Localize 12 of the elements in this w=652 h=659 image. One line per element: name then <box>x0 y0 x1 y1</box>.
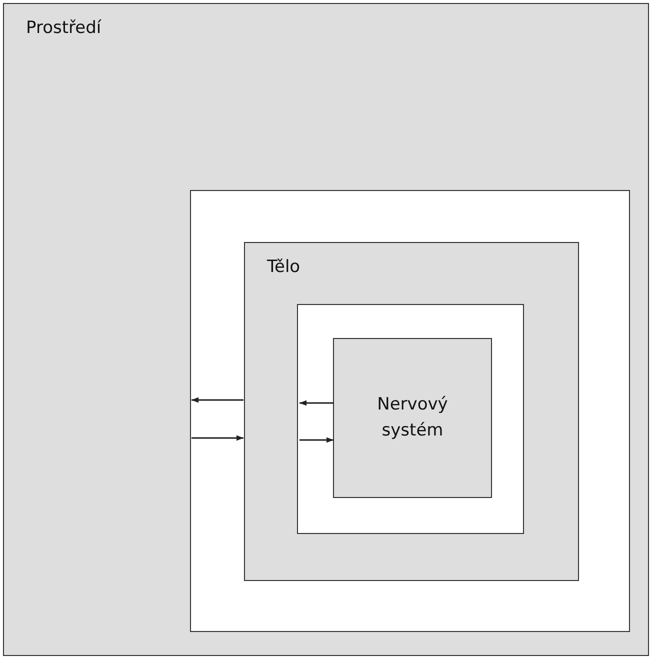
system-box <box>333 338 492 498</box>
arrow <box>300 437 334 443</box>
region-label: Tělo <box>267 257 300 277</box>
arrow <box>192 435 244 441</box>
arrow <box>192 397 244 403</box>
frame-box <box>296 304 524 534</box>
region-box <box>3 3 649 656</box>
arrow <box>300 400 334 406</box>
frame-box <box>190 190 630 632</box>
region-label: Prostředí <box>26 18 102 38</box>
region-label: Nervový systém <box>376 394 449 442</box>
region-box <box>244 242 579 581</box>
